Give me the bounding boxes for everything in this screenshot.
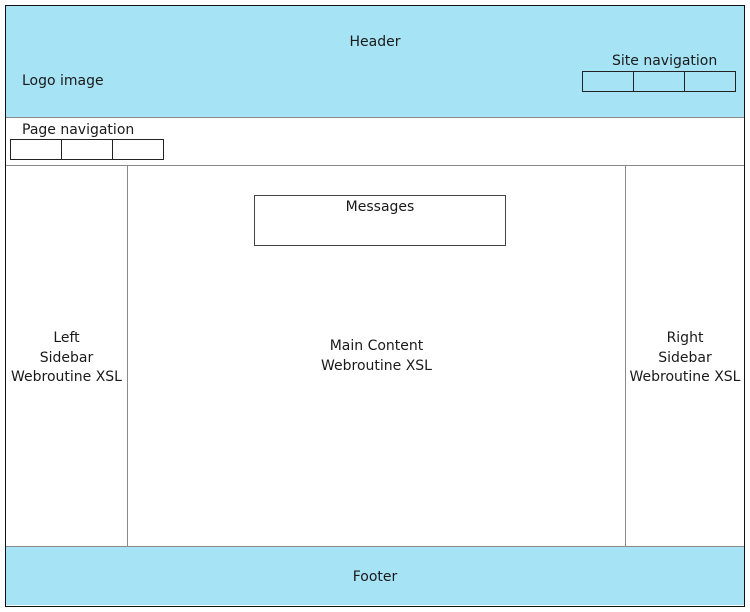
page-nav-item[interactable] xyxy=(62,140,113,159)
footer-label: Footer xyxy=(352,569,398,585)
page-layout-frame: Header Logo image Site navigation Page n… xyxy=(5,5,745,607)
site-nav-item[interactable] xyxy=(634,72,685,91)
messages-box: Messages xyxy=(254,195,506,246)
right-sidebar-line: Sidebar xyxy=(658,349,712,366)
left-sidebar-line: Webroutine XSL xyxy=(10,369,122,385)
site-navigation-label: Site navigation xyxy=(612,53,718,69)
main-content-line: Webroutine XSL xyxy=(320,357,432,374)
site-nav-item[interactable] xyxy=(583,72,634,91)
main-content-text: Main Content Webroutine XSL xyxy=(128,337,625,376)
page-nav-item[interactable] xyxy=(113,140,163,159)
right-sidebar: Right Sidebar Webroutine XSL xyxy=(625,166,744,546)
right-sidebar-line: Right xyxy=(666,330,704,346)
left-sidebar: Left Sidebar Webroutine XSL xyxy=(6,166,128,546)
site-navigation-bar xyxy=(582,71,736,92)
right-sidebar-text: Right Sidebar Webroutine XSL xyxy=(626,329,744,388)
left-sidebar-line: Left xyxy=(53,330,80,346)
left-sidebar-text: Left Sidebar Webroutine XSL xyxy=(6,329,127,388)
site-nav-item[interactable] xyxy=(685,72,735,91)
header-title: Header xyxy=(349,34,401,50)
page-nav-item[interactable] xyxy=(11,140,62,159)
logo-image-placeholder: Logo image xyxy=(22,73,104,89)
page-navigation-bar xyxy=(10,139,164,160)
content-row: Left Sidebar Webroutine XSL Messages Mai… xyxy=(6,166,744,546)
header-region: Header Logo image Site navigation xyxy=(6,6,744,118)
main-content-line: Main Content xyxy=(329,338,424,354)
left-sidebar-line: Sidebar xyxy=(39,349,94,366)
page-navigation-label: Page navigation xyxy=(22,122,135,138)
right-sidebar-line: Webroutine XSL xyxy=(629,369,741,385)
footer-region: Footer xyxy=(6,546,744,605)
page-navigation-region: Page navigation xyxy=(6,118,744,166)
